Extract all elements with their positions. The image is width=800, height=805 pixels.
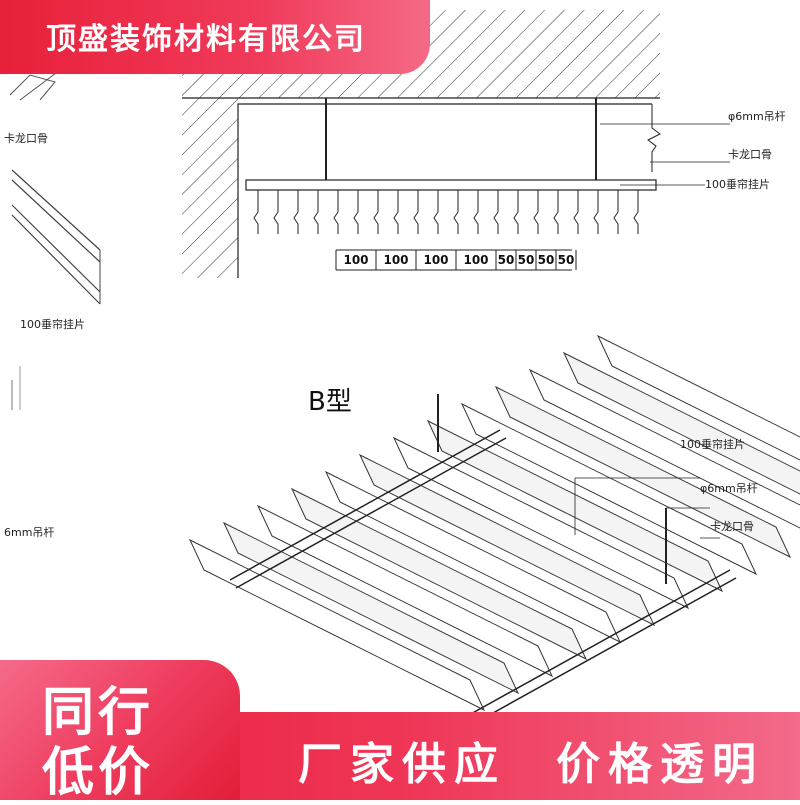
baffle-hanger — [293, 190, 299, 234]
baffle-hanger — [613, 190, 619, 234]
iso-baffle — [358, 453, 656, 627]
iso-rod-label: φ6mm吊杆 — [700, 481, 758, 495]
dimension-label: 50 — [498, 253, 515, 267]
baffle-hanger — [633, 190, 639, 234]
slogan-factory-supply: 厂家供应 — [298, 739, 506, 790]
dimension-label: 100 — [383, 253, 408, 267]
baffle-hanger — [573, 190, 579, 234]
iso-baffle — [596, 334, 800, 461]
baffle-hanger — [353, 190, 359, 234]
iso-baffle — [494, 385, 792, 559]
baffle-hanger — [373, 190, 379, 234]
iso-baffle — [256, 504, 554, 678]
slogan-transparent-price: 价格透明 — [556, 739, 764, 790]
baffle-hanger — [493, 190, 499, 234]
iso-baffle — [460, 402, 758, 576]
baffle-hanger — [513, 190, 519, 234]
baffle-hanger — [533, 190, 539, 234]
dimension-label: 50 — [558, 253, 575, 267]
iso-keel-label: 卡龙口骨 — [710, 520, 754, 533]
baffle-hanger — [593, 190, 599, 234]
baffle-hanger — [553, 190, 559, 234]
dimension-label: 100 — [343, 253, 368, 267]
keel-label: 卡龙口骨 — [728, 148, 772, 161]
iso-baffle — [290, 487, 588, 661]
baffle-hanger — [253, 190, 259, 234]
baffle-hanger — [333, 190, 339, 234]
isometric-ceiling-drawing — [188, 334, 800, 729]
iso-baffle — [188, 538, 486, 712]
company-name: 顶盛装饰材料有限公司 — [46, 22, 366, 57]
baffle-hanger — [413, 190, 419, 234]
baffle-label: 100垂帘挂片 — [705, 177, 770, 191]
iso-baffle — [392, 436, 690, 610]
baffle-hanger — [313, 190, 319, 234]
b-type-title: B型 — [308, 387, 352, 417]
iso-baffle-label: 100垂帘挂片 — [680, 437, 745, 451]
badge-line-2: 低价 — [42, 743, 155, 803]
iso-baffle — [562, 351, 800, 495]
company-banner: 顶盛装饰材料有限公司 — [0, 0, 430, 74]
baffle-hanger — [453, 190, 459, 234]
left-rod-label: 6mm吊杆 — [4, 525, 54, 539]
badge-line-1: 同行 — [42, 683, 155, 743]
dimension-label: 100 — [463, 253, 488, 267]
hanger-rod-label: φ6mm吊杆 — [728, 109, 786, 123]
iso-baffle — [528, 368, 800, 529]
left-partial-drawing — [9, 69, 101, 410]
baffle-hanger — [433, 190, 439, 234]
low-price-badge: 同行 低价 — [0, 660, 240, 803]
baffle-hanger — [473, 190, 479, 234]
iso-baffle — [222, 521, 520, 695]
baffle-hanger — [393, 190, 399, 234]
dimension-label: 100 — [423, 253, 448, 267]
dimension-label: 50 — [518, 253, 535, 267]
baffle-hanger — [273, 190, 279, 234]
left-baffle-label: 100垂帘挂片 — [20, 317, 85, 331]
left-keel-label: 卡龙口骨 — [4, 132, 48, 145]
dimension-label: 50 — [538, 253, 555, 267]
